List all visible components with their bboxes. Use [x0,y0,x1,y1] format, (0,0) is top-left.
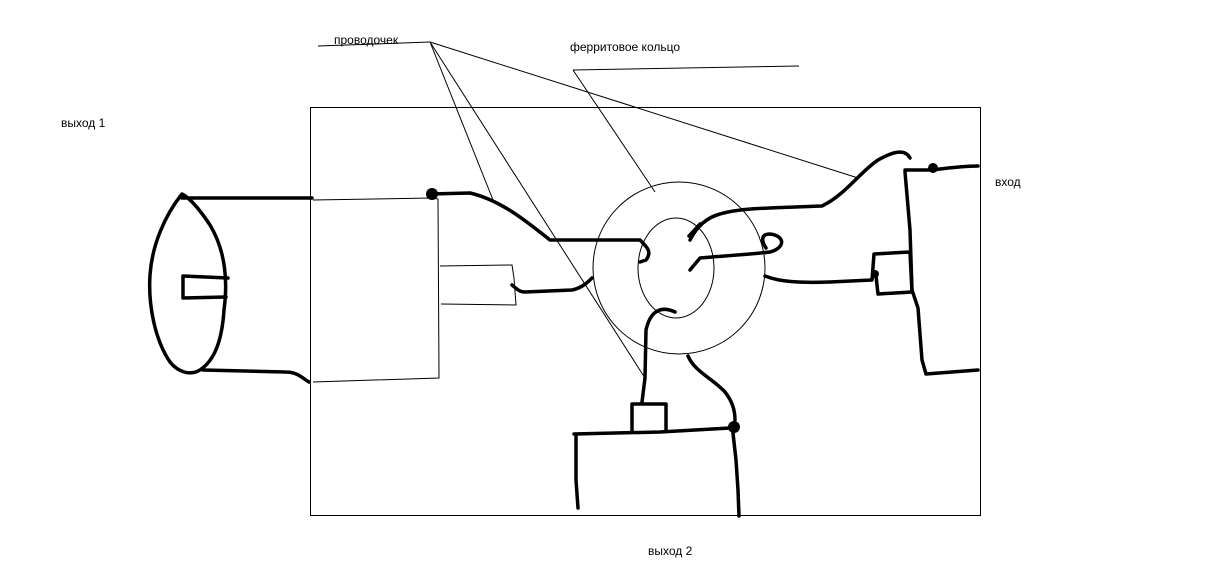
ring-wire-upper [688,150,912,242]
output-2-block [630,402,668,432]
left-block-outline [312,197,440,383]
ferrite-ring-outer [592,181,766,355]
wire-label-underline [317,41,431,47]
input-vertical-wire [903,170,980,376]
wire-label: проводочек [334,33,399,47]
ring-wire-tap [687,222,702,238]
output-2-left-leg [574,434,580,510]
output-2-right-leg [730,422,741,518]
wire-leader-3 [429,41,859,179]
input-wire-top [903,164,980,172]
output-1-coil [147,192,228,375]
ring-wire-down [640,307,677,404]
output-2-label: выход 2 [648,544,693,558]
ferrite-leader [572,69,656,193]
ring-wire-middle [688,232,784,272]
output-1-label: выход 1 [61,116,106,130]
primary-wire-top [428,191,651,264]
output-1-wire-bottom [201,368,311,384]
input-solder-joint [928,163,938,173]
input-small-joint [871,270,879,278]
ring-wire-right-down [686,354,737,422]
primary-wire-bottom [510,276,594,294]
wire-leader-1 [429,41,494,201]
input-label: вход [995,175,1021,189]
left-solder-joint [426,188,438,200]
board-outline [310,107,981,516]
left-small-block [439,264,517,306]
wire-leader-2 [429,41,646,379]
input-inner-loop [763,250,914,296]
output-2-bar [572,426,732,436]
ferrite-ring-inner [637,217,715,319]
ferrite-ring-label: ферритовое кольцо [570,40,681,54]
ferrite-label-underline [572,65,800,71]
output-2-solder-joint [728,421,740,433]
output-1-coil-tab [181,274,230,300]
